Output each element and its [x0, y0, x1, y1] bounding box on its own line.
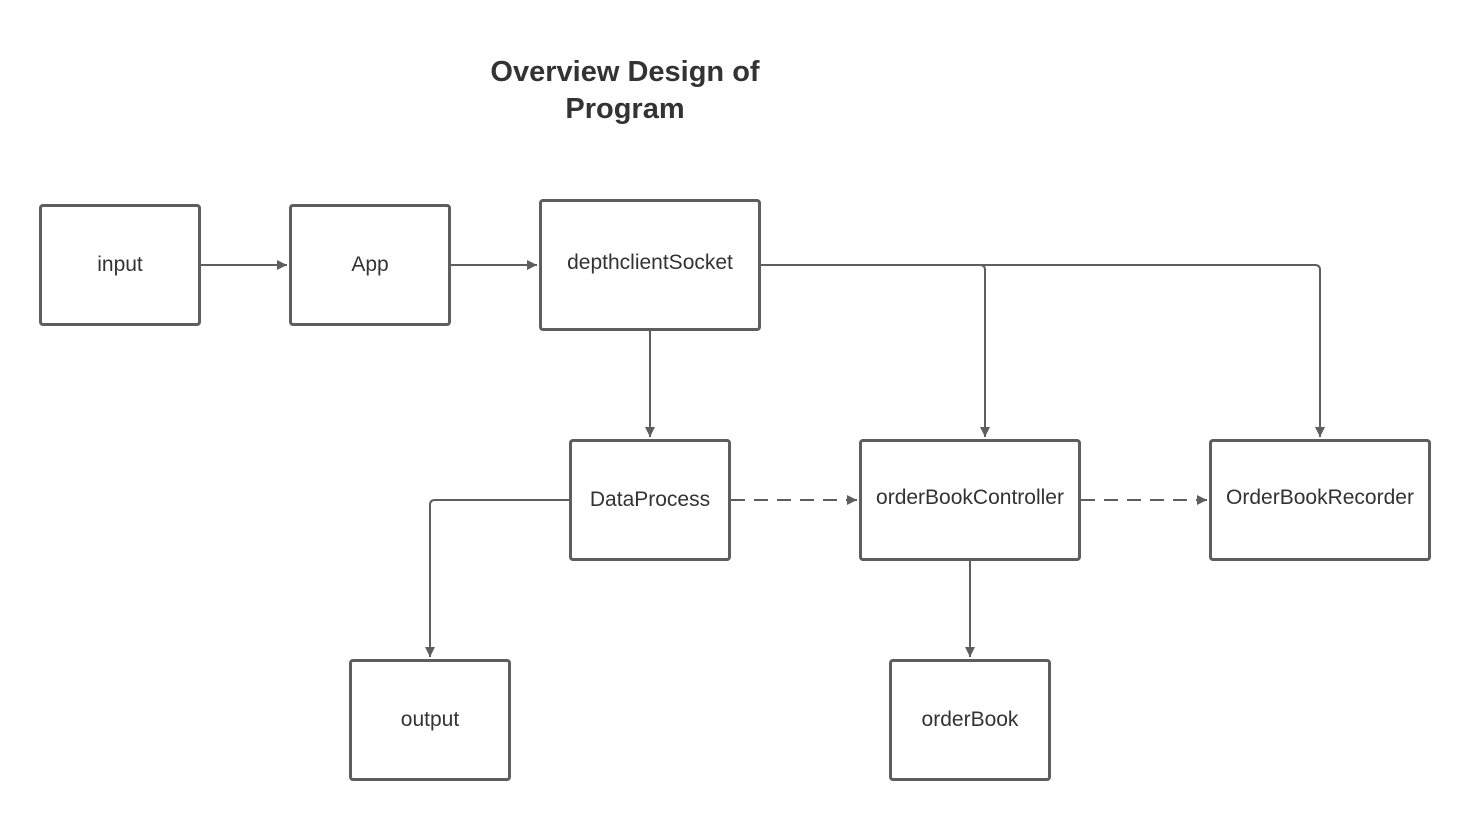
node-order-book-controller-label: orderBookController — [876, 486, 1064, 509]
node-input-label: input — [97, 253, 143, 276]
node-order-book-recorder: OrderBookRecorder — [1209, 439, 1431, 561]
node-output: output — [349, 659, 511, 781]
node-app: App — [289, 204, 451, 326]
node-input: input — [39, 204, 201, 326]
arrow-socket-to-orderbookcontroller — [761, 264, 990, 437]
diagram-title-line-1: Overview Design of — [490, 56, 760, 88]
node-depthclient-socket-label: depthclientSocket — [567, 251, 733, 274]
node-order-book: orderBook — [889, 659, 1051, 781]
diagram-title-line-2: Program — [565, 93, 685, 125]
diagram-title: Overview Design of Program — [450, 54, 800, 128]
node-data-process: DataProcess — [569, 439, 731, 561]
arrow-dataprocess-to-output — [425, 499, 569, 657]
node-order-book-controller: orderBookController — [859, 439, 1081, 561]
node-data-process-label: DataProcess — [589, 488, 711, 511]
node-order-book-label: orderBook — [921, 708, 1019, 731]
arrow-socket-to-orderbookrecorder — [980, 264, 1325, 437]
node-depthclient-socket: depthclientSocket — [539, 199, 761, 331]
node-app-label: App — [351, 253, 389, 276]
node-order-book-recorder-label: OrderBookRecorder — [1226, 486, 1414, 509]
node-output-label: output — [400, 708, 460, 731]
